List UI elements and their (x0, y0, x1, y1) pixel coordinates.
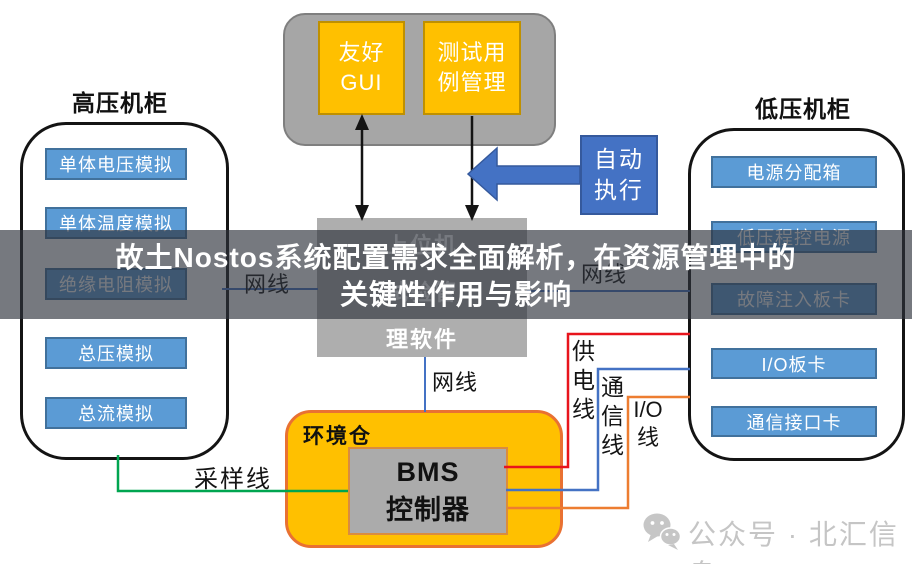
hv-module-cell-voltage: 单体电压模拟 (45, 148, 187, 180)
net-label-center: 网线 (432, 370, 479, 395)
lv-module-comm-interface: 通信接口卡 (711, 406, 877, 437)
lv-module-power-distribution: 电源分配箱 (711, 156, 877, 188)
lv-module-io-board: I/O板卡 (711, 348, 877, 379)
title-banner: 故土Nostos系统配置需求全面解析，在资源管理中的 关键性作用与影响 (0, 230, 912, 319)
banner-line-2: 关键性作用与影响 (339, 279, 572, 310)
sampling-line (116, 455, 348, 493)
environment-chamber-label: 环境仓 (303, 425, 372, 448)
power-line (504, 332, 690, 469)
wechat-icon (643, 513, 682, 550)
friendly-gui-box: 友好 GUI (318, 21, 405, 115)
lv-cabinet-title: 低压机柜 (755, 96, 851, 122)
io-line (508, 395, 690, 510)
io-line-label: I/O线 (633, 397, 663, 450)
hv-module-total-current: 总流模拟 (45, 397, 187, 429)
auto-exec-arrow (466, 146, 581, 202)
auto-execution-box: 自动 执行 (580, 135, 658, 215)
banner-line-1: 故土Nostos系统配置需求全面解析，在资源管理中的 (115, 242, 797, 273)
test-case-management-box: 测试用 例管理 (423, 21, 521, 115)
hv-module-total-voltage: 总压模拟 (45, 337, 187, 369)
comm-line (506, 367, 690, 492)
sampling-line-label: 采样线 (194, 466, 272, 493)
gui-host-arrow (355, 114, 369, 221)
watermark-text: 公众号 · 北汇信息 (688, 519, 899, 564)
hv-cabinet-title: 高压机柜 (72, 90, 168, 116)
power-line-label: 供电线 (572, 338, 595, 422)
testcase-host-arrow (465, 116, 479, 221)
comm-line-label: 通信线 (601, 374, 624, 458)
